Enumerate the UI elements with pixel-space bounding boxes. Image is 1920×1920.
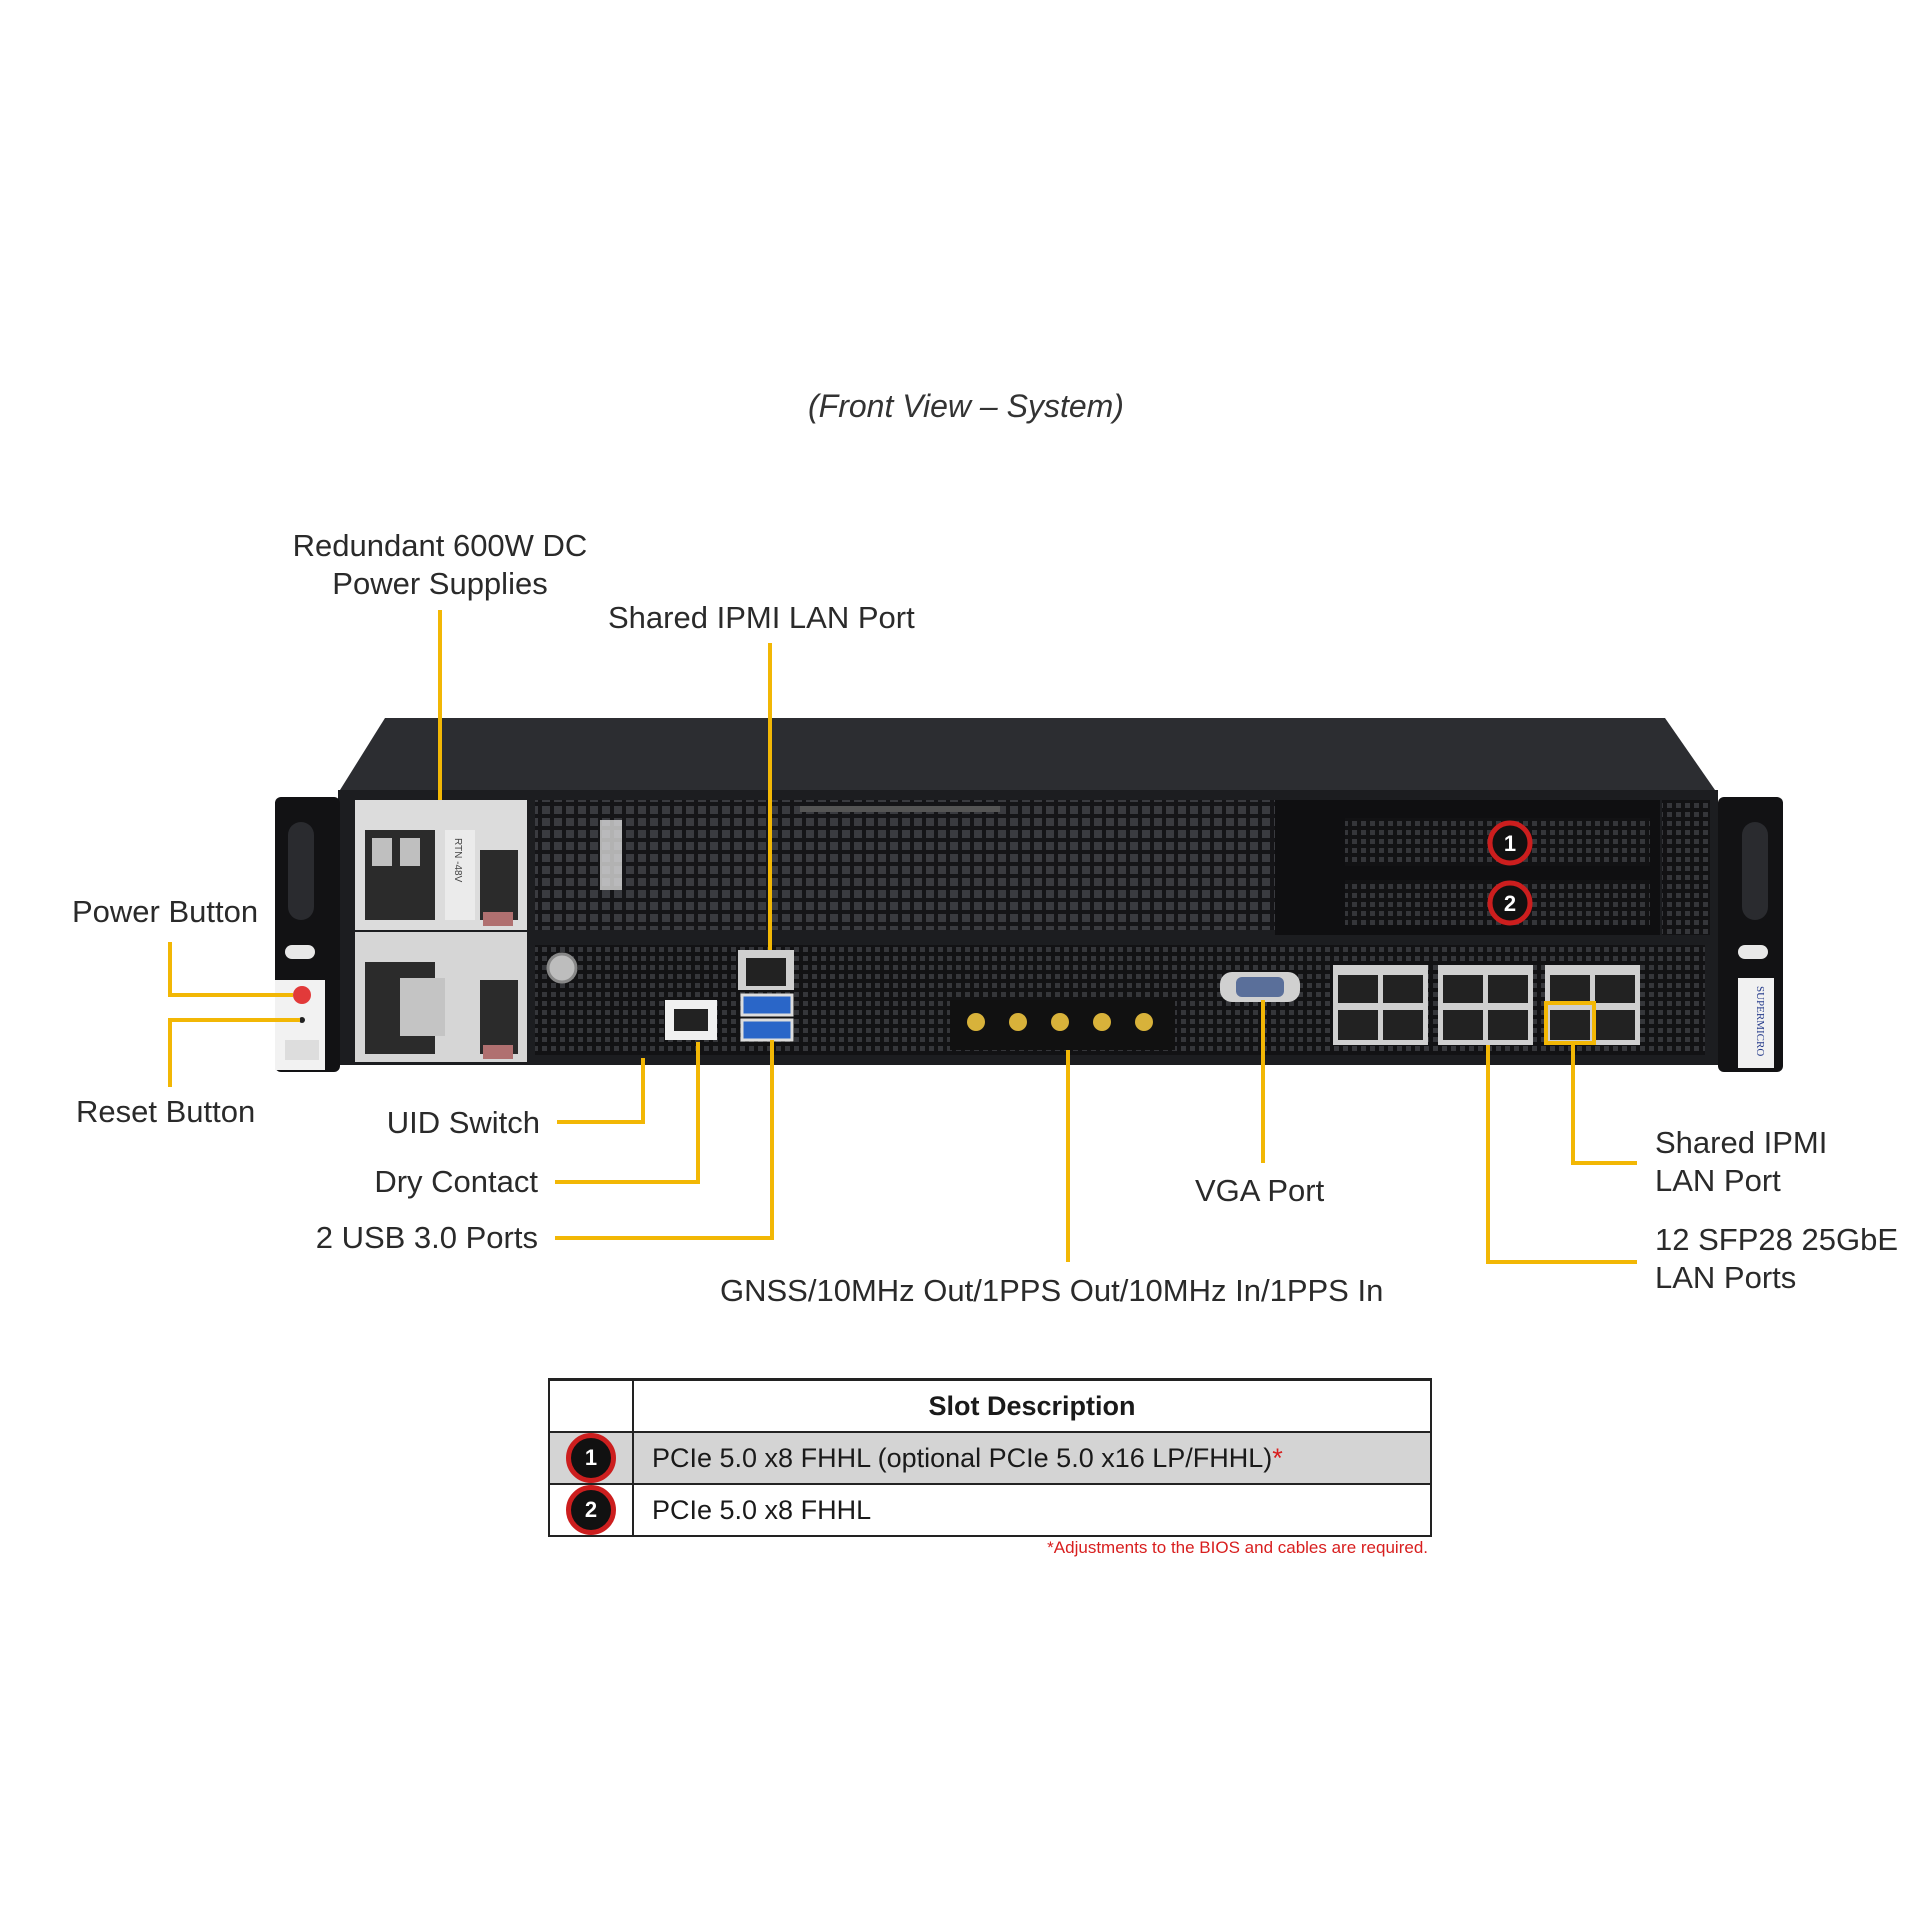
callout-uid-switch bbox=[557, 1058, 645, 1124]
psu-marking: RTN -48V bbox=[452, 838, 463, 883]
brand-logo: SUPERMICRO bbox=[1754, 986, 1766, 1056]
label-power-supplies: Redundant 600W DC Power Supplies bbox=[292, 528, 588, 601]
label-shared-ipmi-right: Shared IPMI LAN Port bbox=[1655, 1125, 1828, 1198]
slot-badge-2: 2 bbox=[566, 1485, 616, 1535]
brand-plate bbox=[1738, 978, 1774, 1068]
label-vga-port: VGA Port bbox=[1195, 1173, 1325, 1208]
top-vent bbox=[535, 800, 1275, 930]
label-sfp-ports: 12 SFP28 25GbE LAN Ports bbox=[1655, 1222, 1898, 1295]
footnote-marker: * bbox=[1272, 1442, 1283, 1473]
label-dry-contact: Dry Contact bbox=[374, 1164, 538, 1199]
label-uid-switch: UID Switch bbox=[386, 1105, 540, 1140]
slot-1-description: PCIe 5.0 x8 FHHL (optional PCIe 5.0 x16 … bbox=[652, 1442, 1273, 1473]
shared-ipmi-sfp-highlight bbox=[1544, 1001, 1596, 1045]
slot-marker-1: 1 bbox=[1487, 820, 1533, 866]
callout-lines bbox=[168, 610, 1637, 1264]
sfp-cage-group-2 bbox=[1438, 965, 1533, 1045]
table-header: Slot Description bbox=[632, 1378, 1432, 1433]
slot-badge-1: 1 bbox=[566, 1433, 616, 1483]
psu-2 bbox=[355, 932, 527, 1062]
sma-connector bbox=[1009, 1013, 1027, 1031]
chassis-top bbox=[340, 718, 1715, 790]
table-header-row: Slot Description bbox=[548, 1378, 1432, 1433]
label-gnss: GNSS/10MHz Out/1PPS Out/10MHz In/1PPS In bbox=[720, 1273, 1384, 1308]
svg-text:1: 1 bbox=[1504, 831, 1516, 856]
usb-port-1 bbox=[740, 993, 794, 1017]
psu-1: RTN -48V bbox=[355, 800, 527, 930]
callout-reset-button bbox=[168, 1018, 300, 1087]
sma-connector bbox=[1093, 1013, 1111, 1031]
callout-usb bbox=[555, 1040, 774, 1240]
label-usb-ports: 2 USB 3.0 Ports bbox=[315, 1220, 538, 1255]
table-footnote: *Adjustments to the BIOS and cables are … bbox=[1047, 1538, 1428, 1557]
table-row: 2 PCIe 5.0 x8 FHHL bbox=[548, 1483, 1432, 1537]
uid-switch-icon bbox=[546, 952, 578, 984]
table-row: 1 PCIe 5.0 x8 FHHL (optional PCIe 5.0 x1… bbox=[548, 1431, 1432, 1485]
sfp-cage-group-1 bbox=[1333, 965, 1428, 1045]
label-shared-ipmi-top: Shared IPMI LAN Port bbox=[608, 600, 915, 635]
sma-connector bbox=[967, 1013, 985, 1031]
power-button-icon bbox=[293, 986, 311, 1004]
figure-caption: (Front View – System) bbox=[808, 388, 1124, 424]
callout-power-button bbox=[168, 942, 293, 997]
reset-button-icon bbox=[299, 1017, 305, 1023]
label-power-button: Power Button bbox=[72, 894, 259, 929]
callout-shared-ipmi-right bbox=[1571, 1043, 1637, 1165]
slot-marker-2: 2 bbox=[1487, 880, 1533, 926]
svg-text:2: 2 bbox=[1504, 891, 1516, 916]
sma-connector bbox=[1135, 1013, 1153, 1031]
callout-sfp bbox=[1486, 1045, 1637, 1264]
slot-2-description: PCIe 5.0 x8 FHHL bbox=[652, 1494, 872, 1525]
callout-dry-contact bbox=[555, 1042, 700, 1184]
sma-connector bbox=[1051, 1013, 1069, 1031]
label-reset-button: Reset Button bbox=[76, 1094, 256, 1129]
usb-port-2 bbox=[740, 1018, 794, 1042]
slot-description-table: Slot Description 1 PCIe 5.0 x8 FHHL (opt… bbox=[548, 1378, 1432, 1537]
